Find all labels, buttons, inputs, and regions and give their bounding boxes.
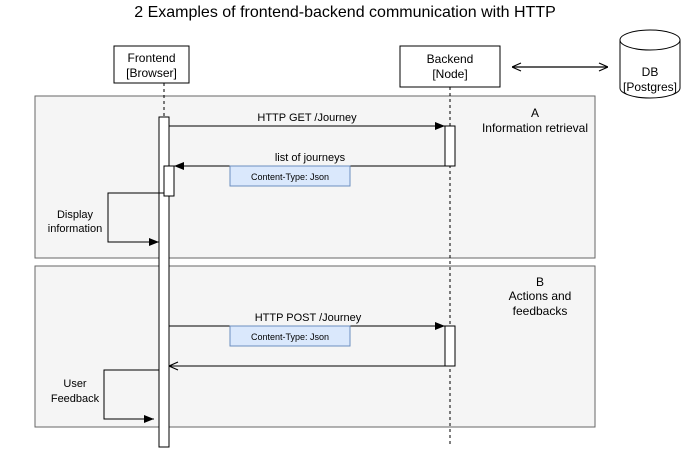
content-type-note-response-text: Content-Type: Json [251,172,329,182]
display-information-label-line2: information [48,223,102,235]
user-feedback-arrow [103,369,159,423]
post-journey-label: HTTP POST /Journey [255,312,362,324]
backend-participant-box [399,45,501,88]
user-feedback-label-line2: Feedback [51,393,100,405]
group-b-label-line2: feedbacks [513,304,568,318]
group-a-label: Information retrieval [482,121,588,135]
db-cylinder-icon [619,29,681,99]
db-tech: [Postgres] [623,80,677,94]
backend-participant-name: Backend [427,52,474,66]
backend-participant-tech: [Node] [432,67,467,81]
group-a-letter: A [531,106,539,120]
content-type-note-request [229,325,351,347]
get-journey-label: HTTP GET /Journey [257,112,357,124]
display-information-label-line1: Display [57,209,94,221]
frontend-activation-nested [163,165,175,197]
backend-activation-b [444,325,456,367]
db-name: DB [642,65,659,79]
group-b-label-line1: Actions and [509,289,572,303]
content-type-note-response [229,165,351,187]
frontend-activation-bar [158,116,170,448]
list-journeys-label: list of journeys [275,152,346,164]
backend-activation-a [444,125,456,167]
frontend-participant-box [113,45,190,84]
frontend-participant-tech: [Browser] [126,66,177,80]
content-type-note-request-text: Content-Type: Json [251,332,329,342]
display-information-arrow [107,192,164,246]
user-feedback-label-line1: User [63,378,87,390]
group-b-letter: B [536,275,544,289]
frontend-participant-name: Frontend [127,51,175,65]
diagram-title: 2 Examples of frontend-backend communica… [134,4,556,21]
